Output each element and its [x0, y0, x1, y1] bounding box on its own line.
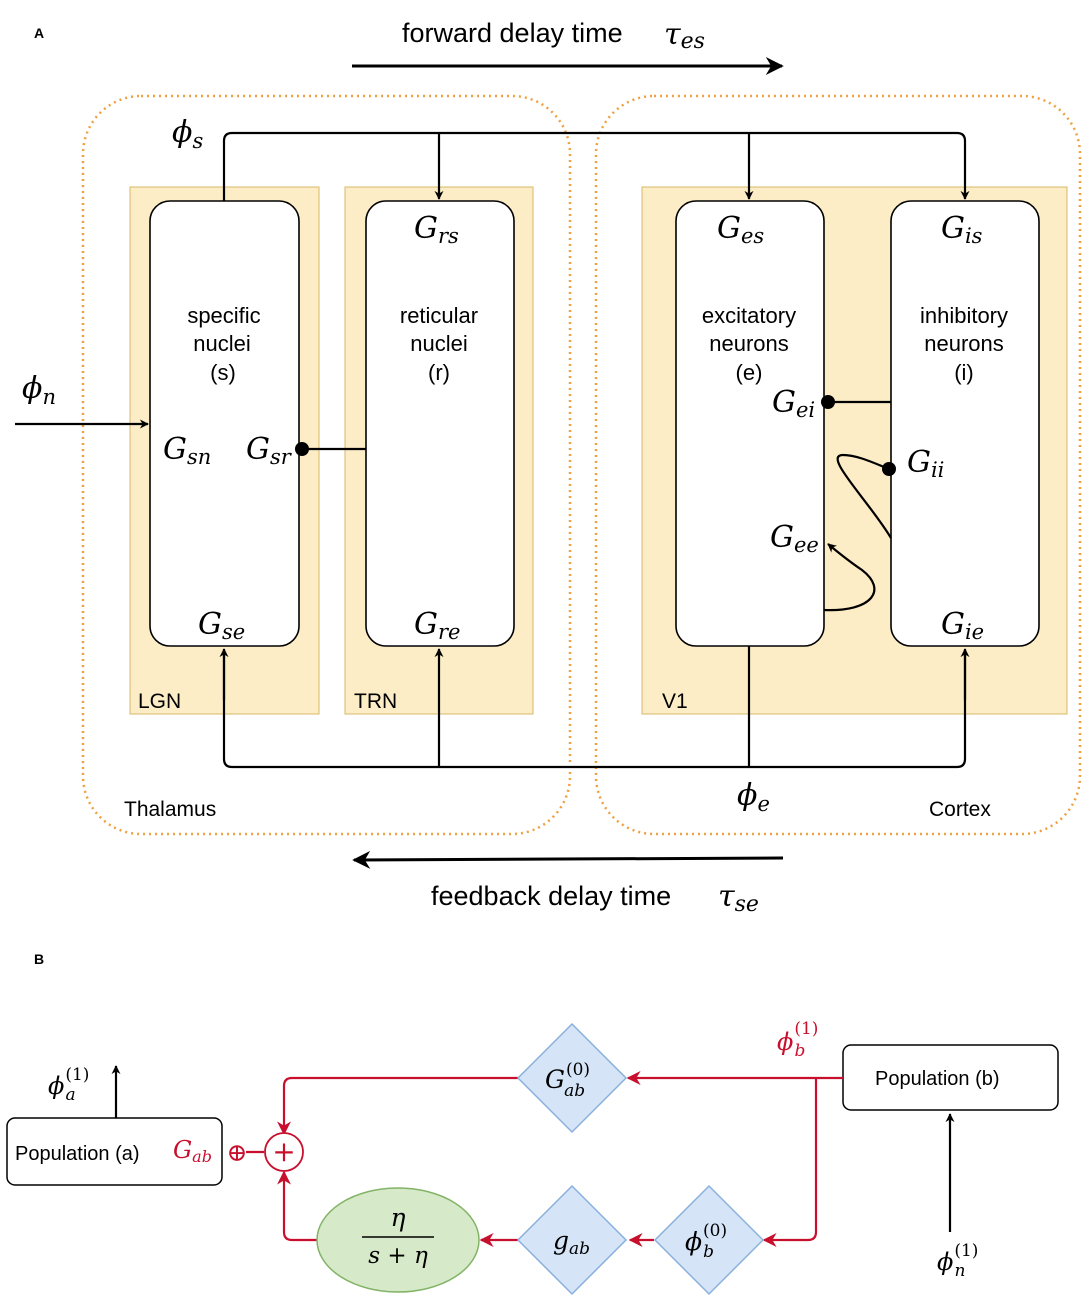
- phi0b-label: ϕ(0)b: [685, 1221, 727, 1262]
- oplus-symbol: ⊕: [227, 1138, 248, 1167]
- excitatory-neurons-box: [675, 200, 825, 647]
- g-sr-synapse-dot: [295, 442, 309, 456]
- population-a-label: Population (a): [15, 1143, 140, 1165]
- g-se-label: Gse: [198, 607, 245, 644]
- phi-s-bus: [222, 131, 970, 201]
- tau-es-symbol: τes: [664, 17, 705, 54]
- g-sn-label: Gsn: [163, 432, 211, 469]
- excitatory-neurons-line2: neurons: [709, 331, 789, 356]
- specific-nuclei-line1: specific: [187, 303, 260, 328]
- red-path-to-phi0b: [762, 1078, 818, 1247]
- g-ee-label: Gee: [770, 520, 819, 557]
- g-ii-self-loop: [836, 453, 892, 539]
- population-b-label: Population (b): [875, 1068, 1000, 1090]
- phi-e-symbol: ϕe: [737, 778, 770, 816]
- feedback-delay-label: feedback delay time: [431, 881, 671, 911]
- cortex-container: [594, 94, 1082, 836]
- specific-nuclei-line3: (s): [210, 360, 236, 385]
- g-ab-label: Gab: [173, 1136, 212, 1166]
- filter-denominator: s + η: [368, 1243, 428, 1269]
- g-es-label: Ges: [717, 211, 764, 248]
- feedback-delay-arrow: [352, 850, 784, 869]
- gab-label: gab: [553, 1226, 590, 1259]
- excitatory-neurons-line3: (e): [736, 360, 763, 385]
- panel-a-label: A: [34, 25, 44, 41]
- reticular-nuclei-box: [365, 200, 515, 647]
- specific-nuclei-line2: nuclei: [193, 331, 250, 356]
- inhibitory-neurons-box: [890, 200, 1040, 647]
- v1-label: V1: [662, 690, 688, 713]
- population-a-box: [6, 1117, 223, 1186]
- G0ab-diamond: [516, 1022, 628, 1134]
- tau-se-symbol: τse: [718, 879, 759, 917]
- inhibitory-neurons-line2: neurons: [924, 331, 1004, 356]
- g-is-label: Gis: [941, 211, 983, 248]
- red-path-to-sum-bottom: [277, 1170, 317, 1242]
- inhibitory-neurons-line1: inhibitory: [920, 303, 1008, 328]
- thalamus-label: Thalamus: [124, 798, 216, 821]
- panel-b-label: B: [34, 951, 44, 967]
- g-ie-label: Gie: [941, 607, 984, 644]
- g-ee-self-loop: [823, 543, 876, 612]
- red-path-to-sum-top: [277, 1076, 519, 1136]
- filter-ellipse: [316, 1187, 480, 1293]
- sum-node: [264, 1132, 304, 1172]
- phi1-b-label: ϕ(1)b: [777, 1019, 818, 1061]
- excitatory-neurons-line1: excitatory: [702, 303, 796, 328]
- lgn-label: LGN: [138, 690, 181, 713]
- specific-nuclei-box: [149, 200, 300, 647]
- gab-diamond: [516, 1184, 628, 1296]
- g-re-label: Gre: [414, 607, 460, 644]
- phi-s-symbol: ϕs: [172, 115, 203, 153]
- trn-label: TRN: [354, 690, 397, 713]
- g-ii-synapse-dot: [882, 462, 896, 476]
- G0ab-label: G(0)ab: [545, 1060, 590, 1101]
- g-ii-label: Gii: [907, 445, 944, 482]
- g-ei-label: Gei: [772, 385, 815, 422]
- phi0b-diamond: [653, 1184, 765, 1296]
- inhibitory-neurons-line3: (i): [954, 360, 974, 385]
- phi1-a-label: ϕ(1)a: [48, 1065, 89, 1105]
- g-rs-label: Grs: [414, 211, 459, 248]
- reticular-nuclei-line1: reticular: [400, 303, 478, 328]
- filter-numerator: η: [391, 1203, 406, 1232]
- reticular-nuclei-line2: nuclei: [410, 331, 467, 356]
- phi1-n-label: ϕ(1)n: [937, 1241, 978, 1281]
- g-sr-label: Gsr: [246, 432, 293, 469]
- phi-n-symbol: ϕn: [22, 371, 56, 409]
- sum-symbol: +: [272, 1135, 295, 1168]
- cortex-label: Cortex: [929, 798, 991, 821]
- phi-e-bus: [222, 646, 967, 769]
- g-ei-synapse-dot: [821, 395, 835, 409]
- reticular-nuclei-line3: (r): [428, 360, 450, 385]
- forward-delay-label: forward delay time: [402, 18, 623, 48]
